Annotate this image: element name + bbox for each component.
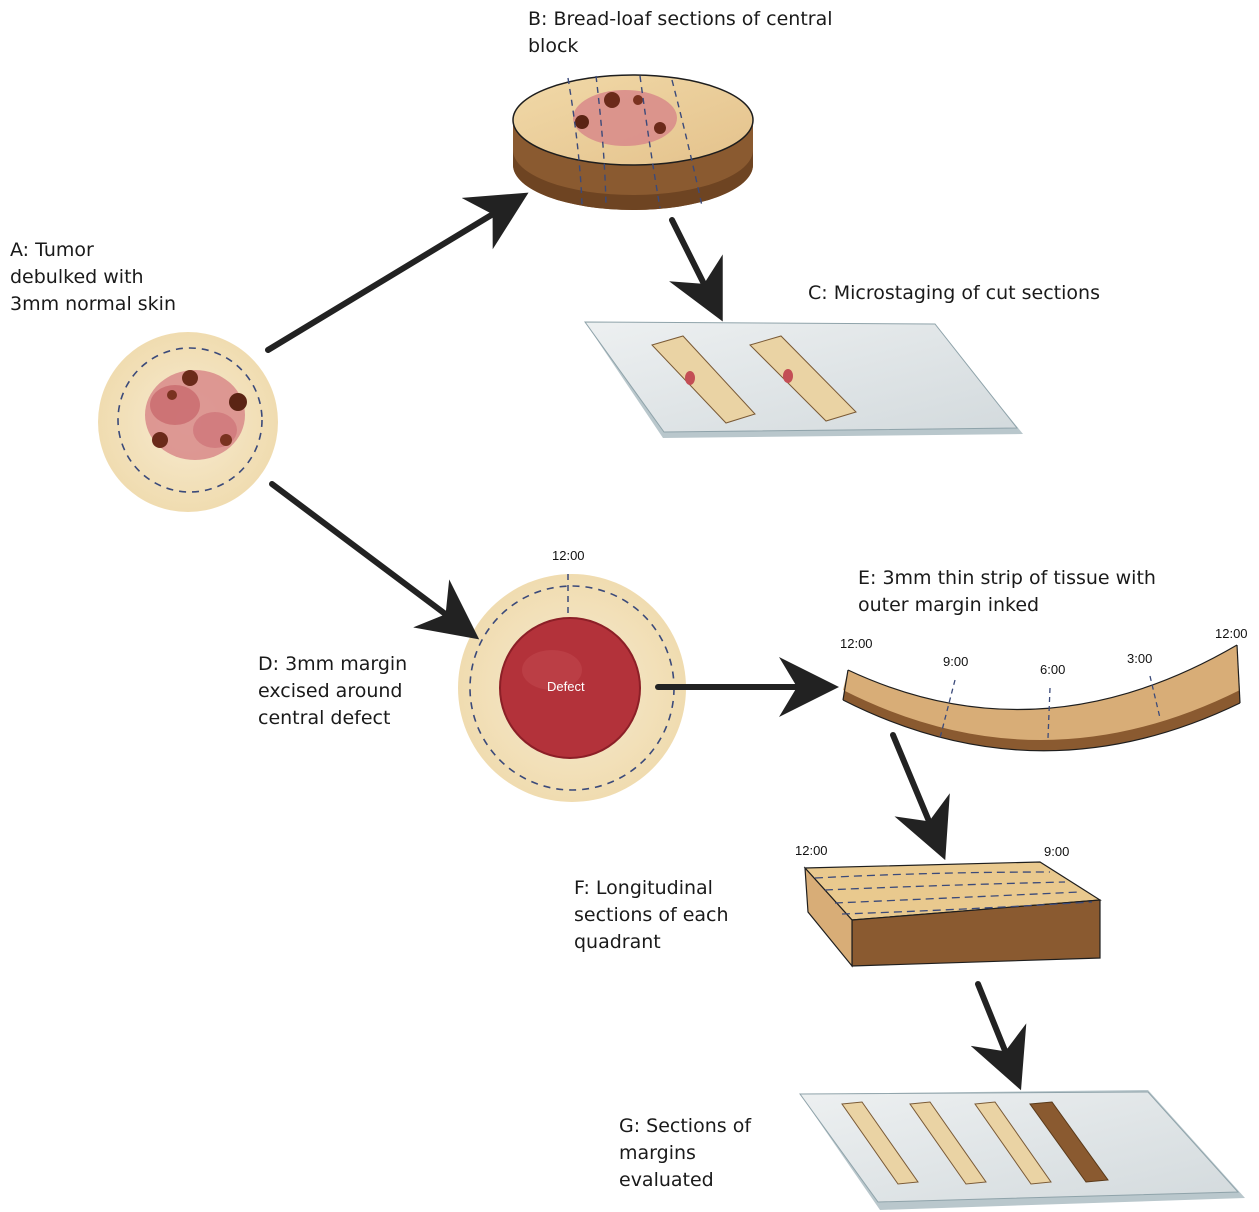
arrow-b-to-c	[672, 220, 712, 300]
label-d: D: 3mm margin excised around central def…	[258, 651, 407, 732]
label-b: B: Bread-loaf sections of central block	[528, 6, 833, 60]
arrow-a-to-b	[268, 205, 508, 350]
clock-f-left: 12:00	[795, 843, 828, 858]
label-a: A: Tumor debulked with 3mm normal skin	[10, 237, 176, 318]
clock-e-3: 3:00	[1127, 651, 1152, 666]
specimen-a-tumor	[98, 332, 278, 512]
label-e: E: 3mm thin strip of tissue with outer m…	[858, 565, 1156, 619]
clock-d-top: 12:00	[552, 548, 585, 563]
clock-e-6: 6:00	[1040, 662, 1065, 677]
clock-f-right: 9:00	[1044, 844, 1069, 859]
arrow-a-to-d	[272, 484, 460, 625]
label-c: C: Microstaging of cut sections	[808, 280, 1100, 307]
specimen-b-block	[513, 75, 753, 210]
label-f: F: Longitudinal sections of each quadran…	[574, 875, 729, 956]
clock-e-9: 9:00	[943, 654, 968, 669]
clock-e-right: 12:00	[1215, 626, 1248, 641]
label-g: G: Sections of margins evaluated	[619, 1113, 751, 1194]
slide-c	[585, 322, 1023, 438]
arrow-e-to-f	[893, 735, 936, 838]
defect-label: Defect	[547, 679, 585, 694]
specimen-f-block	[805, 862, 1100, 966]
clock-e-left: 12:00	[840, 636, 873, 651]
slide-g	[800, 1090, 1245, 1210]
specimen-e-strip	[843, 645, 1240, 751]
arrow-f-to-g	[978, 984, 1012, 1068]
